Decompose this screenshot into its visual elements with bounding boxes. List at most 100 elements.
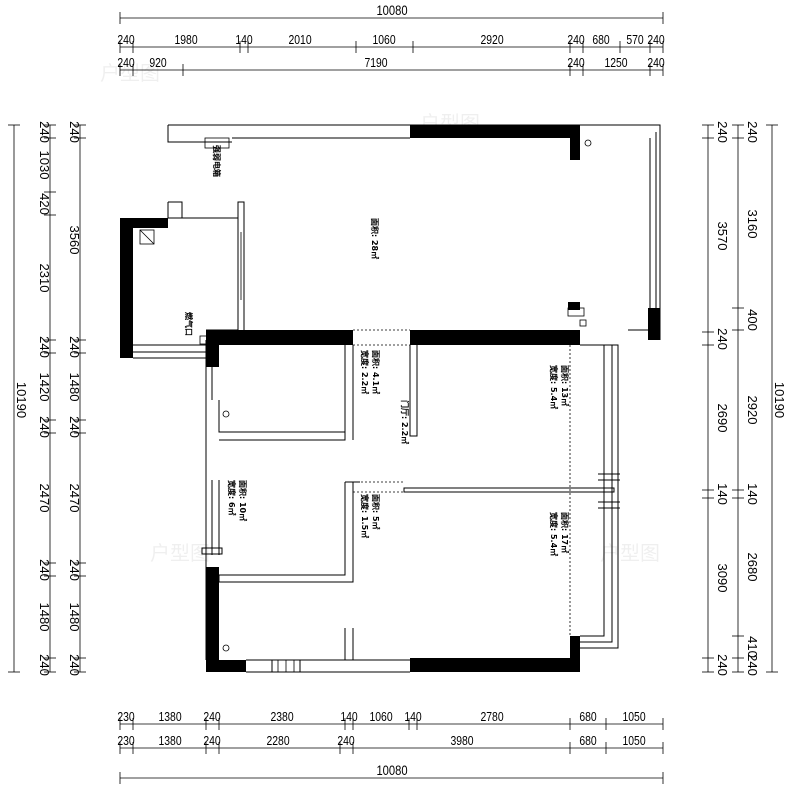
top-total-label: 10080 <box>376 3 407 18</box>
left-col2-dim: 240 <box>67 654 82 676</box>
left-col1-dim: 2310 <box>37 264 52 293</box>
left-col1-dim: 1480 <box>37 603 52 632</box>
left-col2-dim: 3560 <box>67 226 82 255</box>
bedroom-top-area-label: 面积: 13㎡ <box>560 365 570 406</box>
bottom-row1-dim: 2780 <box>480 710 504 724</box>
bottom-row2-dim: 680 <box>579 734 597 748</box>
bathroom-2-area-label: 面积: 5㎡ <box>371 494 381 530</box>
top-row2-dim: 240 <box>567 56 585 70</box>
top-row2-dim: 7190 <box>364 56 388 70</box>
bottom-row1-dim: 140 <box>340 710 358 724</box>
left-col1-dim: 420 <box>37 193 52 215</box>
left-col2-dim: 240 <box>67 416 82 438</box>
electric-box-label: 强弱电箱 <box>212 145 222 177</box>
gas-inlet-label: 燃气口 <box>184 312 194 336</box>
bottom-row1-dim: 140 <box>404 710 422 724</box>
left-col1-dim: 2470 <box>37 484 52 513</box>
top-row1-dim: 240 <box>647 33 665 47</box>
left-col2-dim: 2470 <box>67 484 82 513</box>
top-dimensions: 10080 240 1980 140 2010 1060 2920 240 68… <box>117 3 665 76</box>
bottom-row1-dim: 1050 <box>622 710 646 724</box>
bedroom-top-width-label: 宽度: 5.4㎡ <box>549 364 559 409</box>
top-row1-dim: 140 <box>235 33 253 47</box>
top-row1-dim: 240 <box>567 33 585 47</box>
hallway-label: 门厅: 2.2㎡ <box>400 400 410 444</box>
solid-walls <box>120 125 660 672</box>
right-col2-dim: 140 <box>745 483 760 505</box>
left-col2-dim: 240 <box>67 121 82 143</box>
svg-text:户型图: 户型图 <box>100 61 160 85</box>
left-col1-dim: 240 <box>37 336 52 358</box>
left-col1-dim: 1420 <box>37 373 52 402</box>
right-col1-dim: 2690 <box>715 404 730 433</box>
left-col1-ticks <box>44 124 56 673</box>
bedroom-right-width-label: 宽度: 5.4㎡ <box>549 511 559 556</box>
top-row2-dim: 1250 <box>604 56 628 70</box>
bottom-row1-dim: 230 <box>117 710 135 724</box>
right-col1-dim: 240 <box>715 328 730 350</box>
left-col1-dim: 1030 <box>37 151 52 180</box>
right-col2-dim: 2920 <box>745 396 760 425</box>
watermark-layer: 户型图 户型图 户型图 户型图 <box>100 61 660 565</box>
bottom-row2-dim: 230 <box>117 734 135 748</box>
left-col2-dim: 240 <box>67 336 82 358</box>
right-total-label: 10190 <box>772 382 787 418</box>
right-col2-dim: 2680 <box>745 553 760 582</box>
left-col1-dim: 240 <box>37 121 52 143</box>
bottom-row2-dim: 240 <box>337 734 355 748</box>
bathroom-2-width-label: 宽度: 1.5㎡ <box>360 493 370 538</box>
left-col2-ticks <box>74 124 86 673</box>
bedroom-left-area-label: 面积: 10㎡ <box>238 480 248 521</box>
right-dimensions: 240 3570 240 2690 140 3090 240 240 3160 … <box>702 121 787 676</box>
bottom-row2-dim: 1380 <box>158 734 182 748</box>
top-row1-dim: 2010 <box>288 33 312 47</box>
right-col2-dim: 3160 <box>745 210 760 239</box>
bottom-total-label: 10080 <box>376 763 407 778</box>
bathroom-1-area-label: 面积: 4.1㎡ <box>371 350 381 394</box>
top-row1-dim: 2920 <box>480 33 504 47</box>
left-col1-dim: 240 <box>37 654 52 676</box>
left-col2-dim: 240 <box>67 559 82 581</box>
bottom-row1-dim: 2380 <box>270 710 294 724</box>
bottom-row1-dim: 680 <box>579 710 597 724</box>
svg-text:户型图: 户型图 <box>150 541 210 565</box>
bottom-row2-dim: 3980 <box>450 734 474 748</box>
top-row2-dim: 920 <box>149 56 167 70</box>
bottom-row1-dim: 1060 <box>369 710 393 724</box>
bathroom-1-width-label: 宽度: 2.2㎡ <box>360 349 370 394</box>
right-col1-dim: 140 <box>715 483 730 505</box>
right-col2-dim: 240 <box>745 121 760 143</box>
top-row1-dim: 570 <box>626 33 644 47</box>
wall-outlines <box>133 124 661 673</box>
bottom-row2-dim: 2280 <box>266 734 290 748</box>
bottom-row2-ticks <box>119 742 664 754</box>
top-row1-dim: 1060 <box>372 33 396 47</box>
bottom-row2-dim: 1050 <box>622 734 646 748</box>
bedroom-right-area-label: 面积: 17㎡ <box>560 512 570 553</box>
left-total-label: 10190 <box>14 382 29 418</box>
bottom-dimensions: 230 1380 240 2380 140 1060 140 2780 680 … <box>117 710 664 784</box>
bottom-row2-dim: 240 <box>203 734 221 748</box>
right-col2-dim: 400 <box>745 309 760 331</box>
right-col2-dim: 240 <box>745 654 760 676</box>
left-col2-dim: 1480 <box>67 603 82 632</box>
right-col1-ticks <box>702 124 714 673</box>
top-row2-ticks <box>119 64 664 76</box>
living-room-label: 面积: 28㎡ <box>370 218 380 259</box>
room-labels: 面积: 28㎡ 强弱电箱 燃气口 面积: 4.1㎡ 宽度: 2.2㎡ 门厅: 2… <box>184 145 570 556</box>
bottom-row1-ticks <box>119 718 664 730</box>
left-dimensions: 10190 240 1030 420 2310 240 1420 240 247… <box>8 121 86 676</box>
right-col1-dim: 3090 <box>715 564 730 593</box>
top-row1-dim: 1980 <box>174 33 198 47</box>
door-openings <box>353 329 571 636</box>
top-row2-dim: 240 <box>117 56 135 70</box>
right-col1-dim: 3570 <box>715 222 730 251</box>
bottom-row1-dim: 1380 <box>158 710 182 724</box>
right-col2-dim: 410 <box>745 636 760 658</box>
left-col1-dim: 240 <box>37 416 52 438</box>
svg-text:户型图: 户型图 <box>600 541 660 565</box>
top-row1-dim: 240 <box>117 33 135 47</box>
top-row1-dim: 680 <box>592 33 610 47</box>
left-col1-dim: 240 <box>37 559 52 581</box>
